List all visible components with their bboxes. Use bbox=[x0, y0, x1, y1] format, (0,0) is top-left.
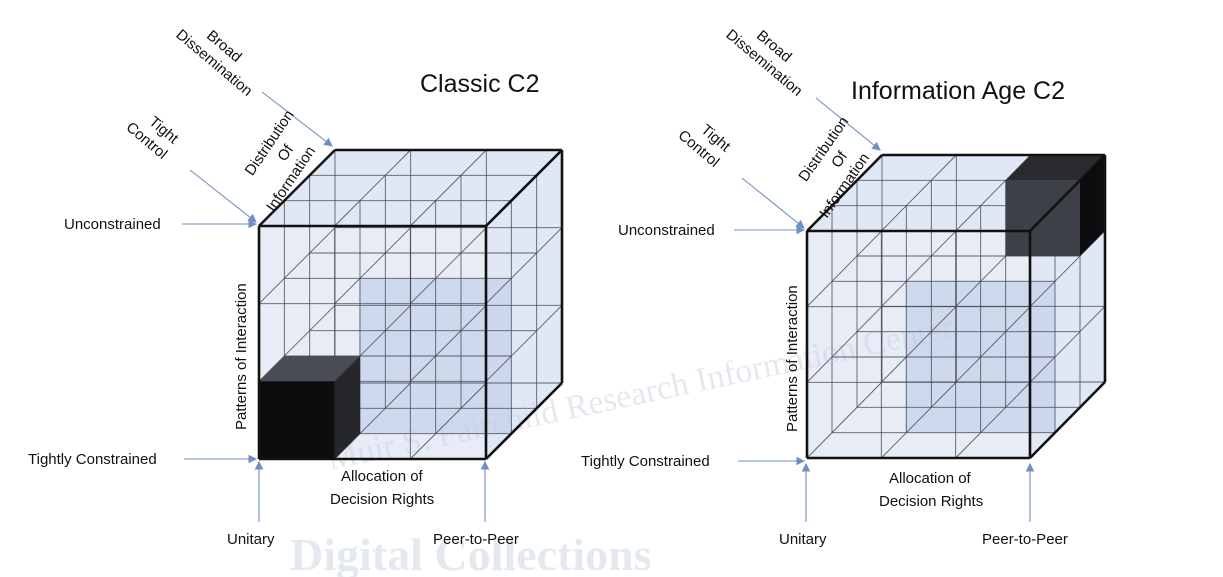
broad-dissemination-label: Broad Dissemination bbox=[723, 26, 806, 100]
cube-edge bbox=[485, 149, 563, 227]
grid-line bbox=[410, 382, 487, 460]
cube-edge bbox=[806, 154, 883, 232]
unitary-label: Unitary bbox=[779, 531, 827, 548]
grid-line bbox=[410, 227, 487, 304]
classic-c2-diagram: Classic C2 Unconstrained Tightly Constra… bbox=[28, 26, 564, 548]
dark-cell-top bbox=[1005, 155, 1105, 181]
cube-edges bbox=[805, 153, 1107, 460]
watermark-line2: Digital Collections bbox=[290, 529, 652, 577]
grid-line bbox=[410, 305, 487, 382]
unconstrained-label: Unconstrained bbox=[618, 222, 715, 239]
grid-line bbox=[334, 227, 411, 304]
grid-line bbox=[881, 306, 957, 383]
patterns-text: Patterns of Interaction bbox=[233, 283, 250, 430]
dark-cell-front bbox=[259, 381, 335, 459]
grid-line bbox=[806, 306, 883, 383]
cube bbox=[257, 148, 564, 461]
dark-cell-side bbox=[334, 356, 360, 459]
grid-line bbox=[955, 306, 1031, 383]
patterns-text: Patterns of Interaction bbox=[784, 285, 801, 432]
tight-control-arrow bbox=[189, 169, 257, 223]
tight-control-label: Tight Control bbox=[675, 121, 735, 171]
broad-dissemination-label: Broad Dissemination bbox=[173, 26, 256, 100]
allocation-label: Allocation of bbox=[889, 470, 972, 487]
cube-edge bbox=[1029, 381, 1106, 459]
patterns-of-interaction-label: Patterns of Interaction bbox=[233, 283, 250, 430]
cube-edge bbox=[485, 382, 563, 460]
grid-line bbox=[806, 230, 883, 307]
cube bbox=[805, 153, 1107, 460]
tightly-constrained-label: Tightly Constrained bbox=[581, 453, 710, 470]
cube-edge bbox=[1029, 154, 1106, 232]
dark-cell-top bbox=[259, 356, 360, 382]
tightly-constrained-label: Tightly Constrained bbox=[28, 451, 157, 468]
patterns-of-interaction-label: Patterns of Interaction bbox=[784, 285, 801, 432]
tight-control-arrow bbox=[741, 177, 805, 229]
broad-dissemination-arrow bbox=[261, 91, 333, 147]
tight-control-label: Tight Control bbox=[123, 113, 183, 163]
broad-dissemination-arrow bbox=[815, 97, 881, 151]
dark-cell bbox=[259, 356, 360, 459]
cube-edge bbox=[258, 149, 336, 227]
grid-line bbox=[1029, 306, 1106, 383]
grid-line bbox=[881, 381, 957, 459]
grid-line bbox=[806, 381, 883, 459]
grid-line bbox=[410, 149, 487, 227]
peer-to-peer-label: Peer-to-Peer bbox=[433, 531, 519, 548]
decision-rights-label: Decision Rights bbox=[879, 493, 983, 510]
unconstrained-label: Unconstrained bbox=[64, 216, 161, 233]
cube-edges bbox=[257, 148, 564, 461]
grid-line bbox=[258, 227, 336, 304]
grid-line bbox=[955, 154, 1031, 232]
grid-line bbox=[334, 149, 411, 227]
decision-rights-label: Decision Rights bbox=[330, 491, 434, 508]
diagram-title: Classic C2 bbox=[420, 70, 539, 98]
information-age-c2-diagram: Information Age C2 Unconstrained Tightly… bbox=[581, 26, 1107, 548]
dark-cell-side bbox=[1080, 155, 1105, 256]
diagram-title: Information Age C2 bbox=[851, 77, 1065, 105]
grid-line bbox=[881, 230, 957, 307]
grid-line bbox=[485, 227, 563, 304]
grid-line bbox=[881, 154, 957, 232]
grid-line bbox=[955, 381, 1031, 459]
allocation-label: Allocation of bbox=[341, 468, 424, 485]
peer-to-peer-label: Peer-to-Peer bbox=[982, 531, 1068, 548]
grid-line bbox=[485, 305, 563, 382]
unitary-label: Unitary bbox=[227, 531, 275, 548]
